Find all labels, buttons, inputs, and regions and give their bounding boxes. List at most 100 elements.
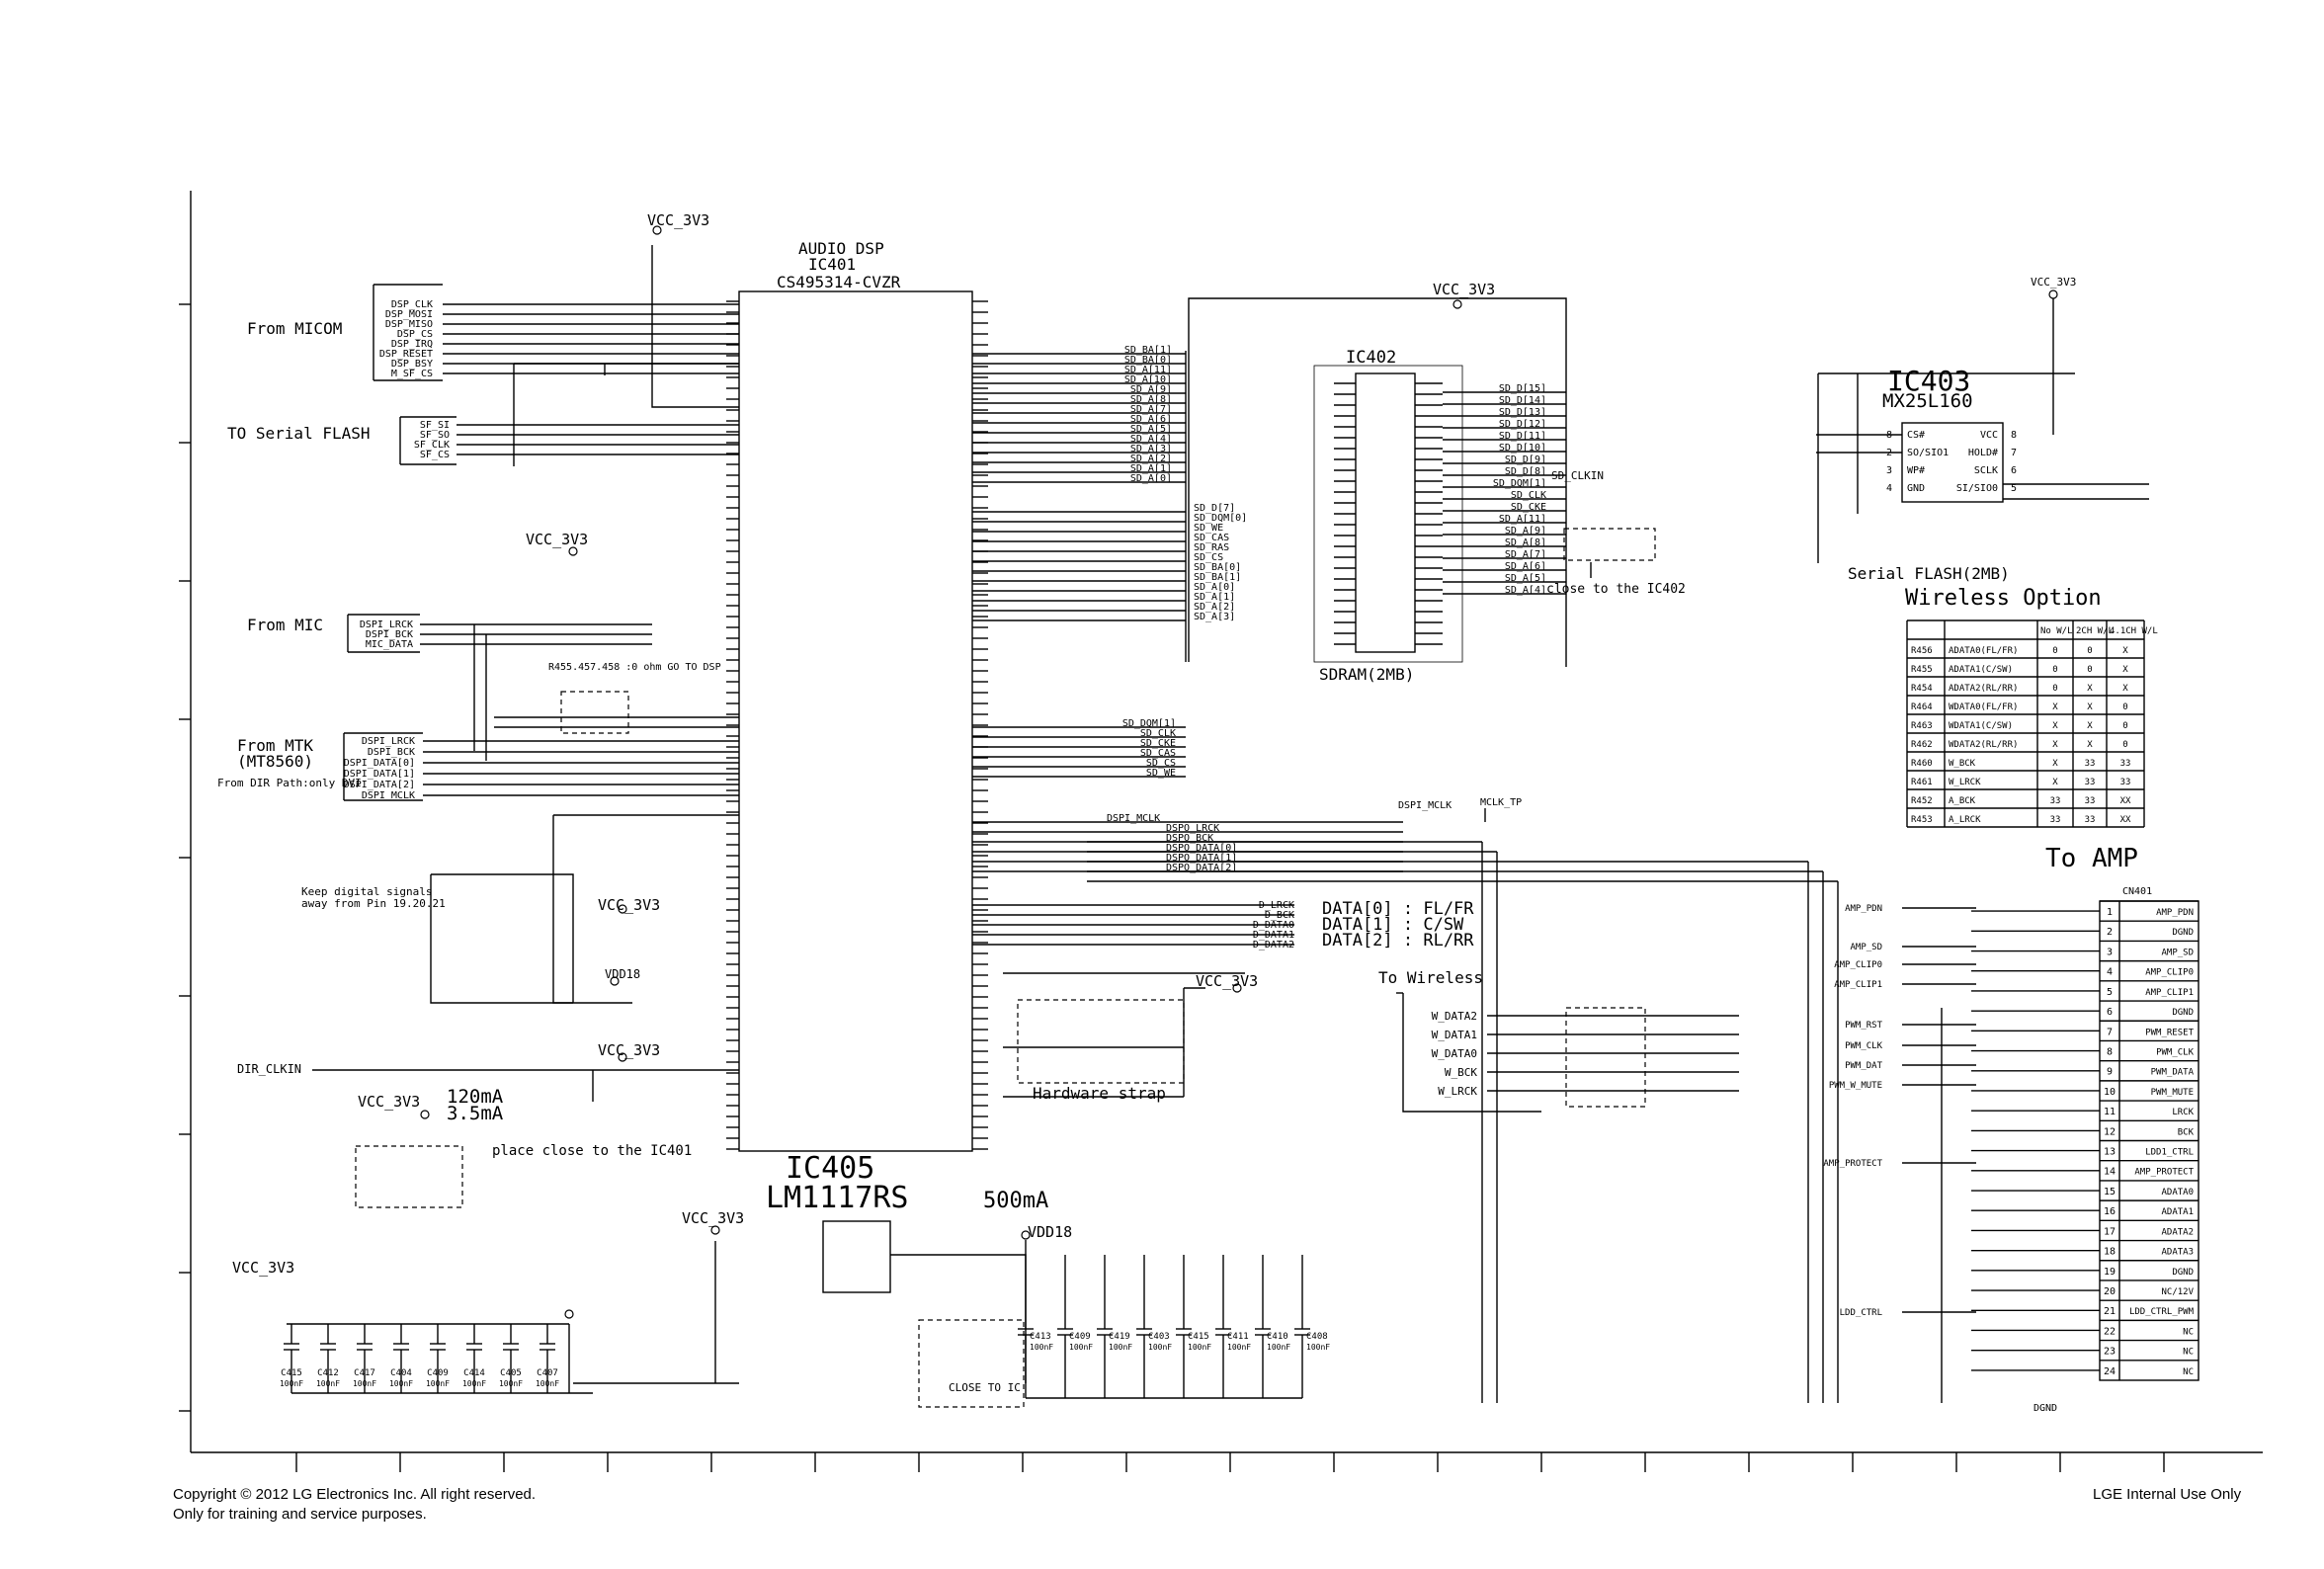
wireless-table-cell: X bbox=[2052, 740, 2058, 750]
micom-signal-label: DSP_BSY bbox=[391, 359, 433, 370]
wireless-table-cell: X bbox=[2052, 759, 2058, 769]
micom-bus-lines bbox=[373, 284, 739, 381]
sd-bus-label: SD_D[8] bbox=[1505, 466, 1546, 477]
ic403-pin-number: 4 bbox=[1886, 483, 1892, 494]
cn401-pin-name: NC bbox=[2183, 1367, 2194, 1377]
wireless-table-cell: 0 bbox=[2052, 684, 2057, 694]
vdd18-mid: VDD18 bbox=[605, 967, 640, 981]
amp-ctrl-label: D_DATA0 bbox=[1253, 920, 1294, 931]
cn401-pin-name: LDD_CTRL_PWM bbox=[2129, 1307, 2195, 1317]
sd-bus-label: SD_A[2] bbox=[1194, 602, 1235, 613]
test-point bbox=[1452, 299, 1462, 309]
wireless-table-cell: A_BCK bbox=[1949, 796, 1976, 806]
test-point bbox=[2048, 289, 2058, 299]
mtk-signal-label: DSPI_BCK bbox=[368, 747, 415, 758]
wireless-table-cell: R460 bbox=[1911, 759, 1933, 769]
test-point bbox=[420, 1110, 430, 1119]
wireless-table-cell: X bbox=[2052, 702, 2058, 712]
cn401-pin-number: 3 bbox=[2107, 947, 2113, 957]
ic401-pins-right bbox=[972, 300, 988, 1150]
footer-left: Copyright © 2012 LG Electronics Inc. All… bbox=[173, 1485, 536, 1525]
dsp-title-2: IC401 bbox=[808, 255, 856, 274]
cn401-pin-number: 1 bbox=[2107, 907, 2113, 918]
cn401-pin-name: AMP_SD bbox=[2161, 948, 2194, 957]
lm1117-label: LM1117RS bbox=[766, 1181, 909, 1215]
cn401-pin-number: 10 bbox=[2104, 1087, 2116, 1098]
ic402-label: IC402 bbox=[1346, 348, 1396, 368]
sd-bus-label: SD_DQM[1] bbox=[1493, 478, 1546, 489]
cn401-pin-number: 21 bbox=[2104, 1306, 2116, 1317]
vcc-sdram: VCC_3V3 bbox=[1433, 281, 1495, 298]
sd-bus-label: SD_BA[1] bbox=[1124, 345, 1172, 356]
cn401-pin-number: 18 bbox=[2104, 1247, 2116, 1258]
ic403-pin-number: 2 bbox=[1886, 448, 1892, 458]
wireless-table-cell: ADATA2(RL/RR) bbox=[1949, 684, 2018, 694]
ldo-cap-label: C409 bbox=[1069, 1332, 1091, 1342]
wireless-table-cell: 33 bbox=[2085, 815, 2096, 825]
wireless-table-cell: X bbox=[2087, 721, 2093, 731]
ic403-pin-number: 8 bbox=[1886, 430, 1892, 441]
wireless-table-cell: 0 bbox=[2122, 702, 2127, 712]
wireless-table-cell: R453 bbox=[1911, 815, 1933, 825]
ldo-cap-value: 100nF bbox=[1306, 1343, 1330, 1352]
sd-bus-label: SD_A[4] bbox=[1130, 434, 1172, 445]
ic403-pin-name: GND bbox=[1907, 483, 1925, 494]
close-to-ic-note: CLOSE TO IC bbox=[949, 1381, 1021, 1394]
decap-label: C404 bbox=[390, 1368, 412, 1378]
resistor-note: R455.457.458 :0 ohm GO TO DSP bbox=[548, 662, 721, 673]
cn401-rows bbox=[1971, 900, 2199, 1371]
wireless-table-cell: R455 bbox=[1911, 665, 1933, 675]
ic403-pin-name: VCC bbox=[1980, 430, 1998, 441]
ic403-pin-number: 3 bbox=[1886, 465, 1892, 476]
micom-signal-label: DSP_CS bbox=[397, 329, 433, 340]
wireless-table-cell: R454 bbox=[1911, 684, 1933, 694]
ic403-body bbox=[1901, 422, 2004, 503]
mtk-signal-label: DSPI_DATA[0] bbox=[344, 758, 415, 769]
micom-signal-label: DSP_RESET bbox=[379, 349, 433, 360]
amp-signal-label: AMP_SD bbox=[1850, 943, 1882, 952]
vcc-mid-2: VCC_3V3 bbox=[598, 896, 660, 914]
ldo-cap-value: 100nF bbox=[1188, 1343, 1211, 1352]
sd-bus-label: SD_A[9] bbox=[1130, 384, 1172, 395]
cn401-pin-name: NC bbox=[2183, 1348, 2194, 1358]
sd-bus-label: SD_CAS bbox=[1140, 748, 1176, 759]
sd-bus-label: SD_CS bbox=[1194, 552, 1223, 563]
wireless-table-cell: 33 bbox=[2085, 796, 2096, 806]
from-mtk-label: From MTK bbox=[237, 736, 313, 755]
wireless-table-cell: R462 bbox=[1911, 740, 1933, 750]
place-close-note: place close to the IC401 bbox=[492, 1143, 692, 1159]
ic403-pin-name: SO/SIO1 bbox=[1907, 448, 1949, 458]
wireless-table-cell: X bbox=[2052, 778, 2058, 787]
ic403-pin-name: CS# bbox=[1907, 430, 1925, 441]
sd-bus-label: SD_WE bbox=[1146, 768, 1176, 779]
vcc-flash: VCC_3V3 bbox=[2031, 276, 2076, 289]
wireless-table-cell: 33 bbox=[2050, 815, 2061, 825]
sd-bus-label: SD_CKE bbox=[1140, 738, 1176, 749]
vcc-decap: VCC_3V3 bbox=[232, 1259, 294, 1277]
dgnd-cn401: DGND bbox=[2034, 1403, 2057, 1414]
sd-bus-label: SD_D[15] bbox=[1499, 383, 1546, 394]
ic401-pins-left bbox=[726, 300, 739, 1150]
vdd18-ldo-out: VDD18 bbox=[1028, 1223, 1072, 1241]
ic403-pin-name: HOLD# bbox=[1968, 448, 1998, 458]
dsp-output-label: DSPO_DATA[0] bbox=[1166, 843, 1237, 854]
sd-bus-label: SD_A[3] bbox=[1130, 444, 1172, 454]
cn401-pin-name: ADATA3 bbox=[2161, 1248, 2194, 1258]
cn401-pin-name: AMP_CLIP0 bbox=[2145, 968, 2194, 978]
mclk-tp-label: MCLK_TP bbox=[1480, 797, 1522, 808]
wireless-table-cell: 33 bbox=[2050, 796, 2061, 806]
amp-signal-label: PWM_RST bbox=[1845, 1021, 1883, 1031]
amp-signal-label: AMP_CLIP1 bbox=[1834, 980, 1882, 990]
wireless-table-cell: WDATA0(FL/FR) bbox=[1949, 702, 2018, 712]
cn401-pin-number: 19 bbox=[2104, 1267, 2116, 1278]
test-point-markers bbox=[420, 225, 2058, 1319]
cn401-pin-number: 12 bbox=[2104, 1126, 2116, 1137]
micom-signal-label: DSP_IRQ bbox=[391, 339, 433, 350]
wireless-table-cell: X bbox=[2087, 740, 2093, 750]
ic405-body bbox=[822, 1220, 891, 1293]
micom-signal-label: DSP_CLK bbox=[391, 299, 433, 310]
ldo-cap-value: 100nF bbox=[1030, 1343, 1053, 1352]
ldo-cap-label: C419 bbox=[1109, 1332, 1130, 1342]
data-legend-2: DATA[2] : RL/RR bbox=[1322, 931, 1474, 950]
to-amp-title: To AMP bbox=[2045, 844, 2138, 873]
